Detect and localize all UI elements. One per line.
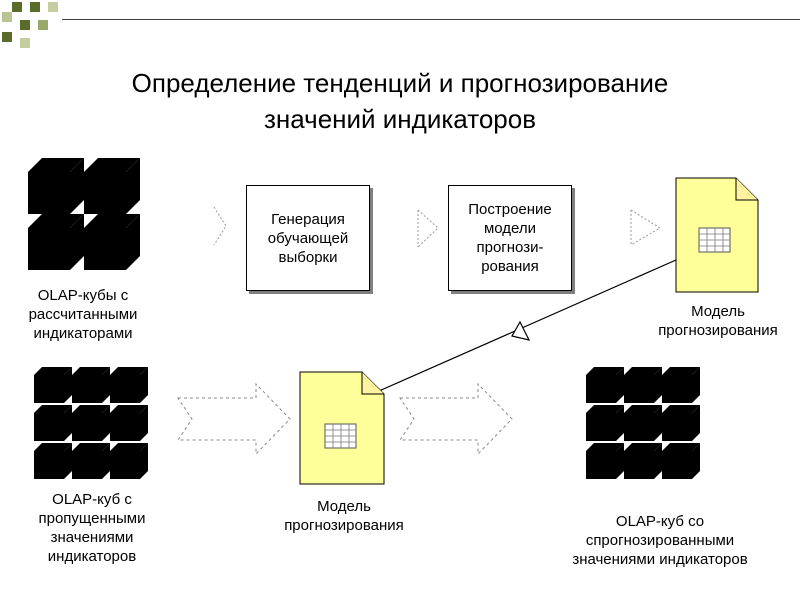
label-model-bottom: Модель прогнозирования [284, 498, 404, 534]
label-olap-forecast: OLAP-куб со спрогнозированными значениям… [572, 513, 748, 568]
arrow-chevron-3 [630, 209, 661, 246]
olap-cubes-computed [28, 158, 140, 270]
olap-cube-missing [34, 367, 148, 479]
arrow-block-2 [399, 382, 513, 456]
page-title-line2: значений индикаторов [263, 104, 537, 134]
arrow-block-1 [177, 382, 291, 456]
process-step-generate-sample: Генерация обучающей выборки [246, 185, 370, 291]
label-olap-missing: OLAP-куб с пропущенными значениями индик… [38, 491, 146, 565]
label-olap-computed: OLAP-кубы с рассчитанными индикаторами [28, 287, 138, 342]
process-step-generate-sample-label: Генерация обучающей выборки [267, 210, 349, 266]
header-rule [62, 19, 800, 20]
arrow-chevron-2 [417, 209, 439, 248]
decor-squares [0, 0, 60, 50]
model-document-bottom [299, 371, 385, 485]
label-model-top: Модель прогнозирования [658, 303, 778, 339]
model-document-top [675, 177, 759, 293]
process-step-build-model-label: Построение модели прогнози- рования [468, 201, 552, 275]
arrow-chevron-1 [213, 206, 227, 246]
process-step-build-model: Построение модели прогнози- рования [448, 185, 572, 291]
model-dependency-link [378, 259, 677, 392]
page-title-line1: Определение тенденций и прогнозирование [131, 68, 669, 98]
olap-cube-forecast [586, 367, 700, 479]
